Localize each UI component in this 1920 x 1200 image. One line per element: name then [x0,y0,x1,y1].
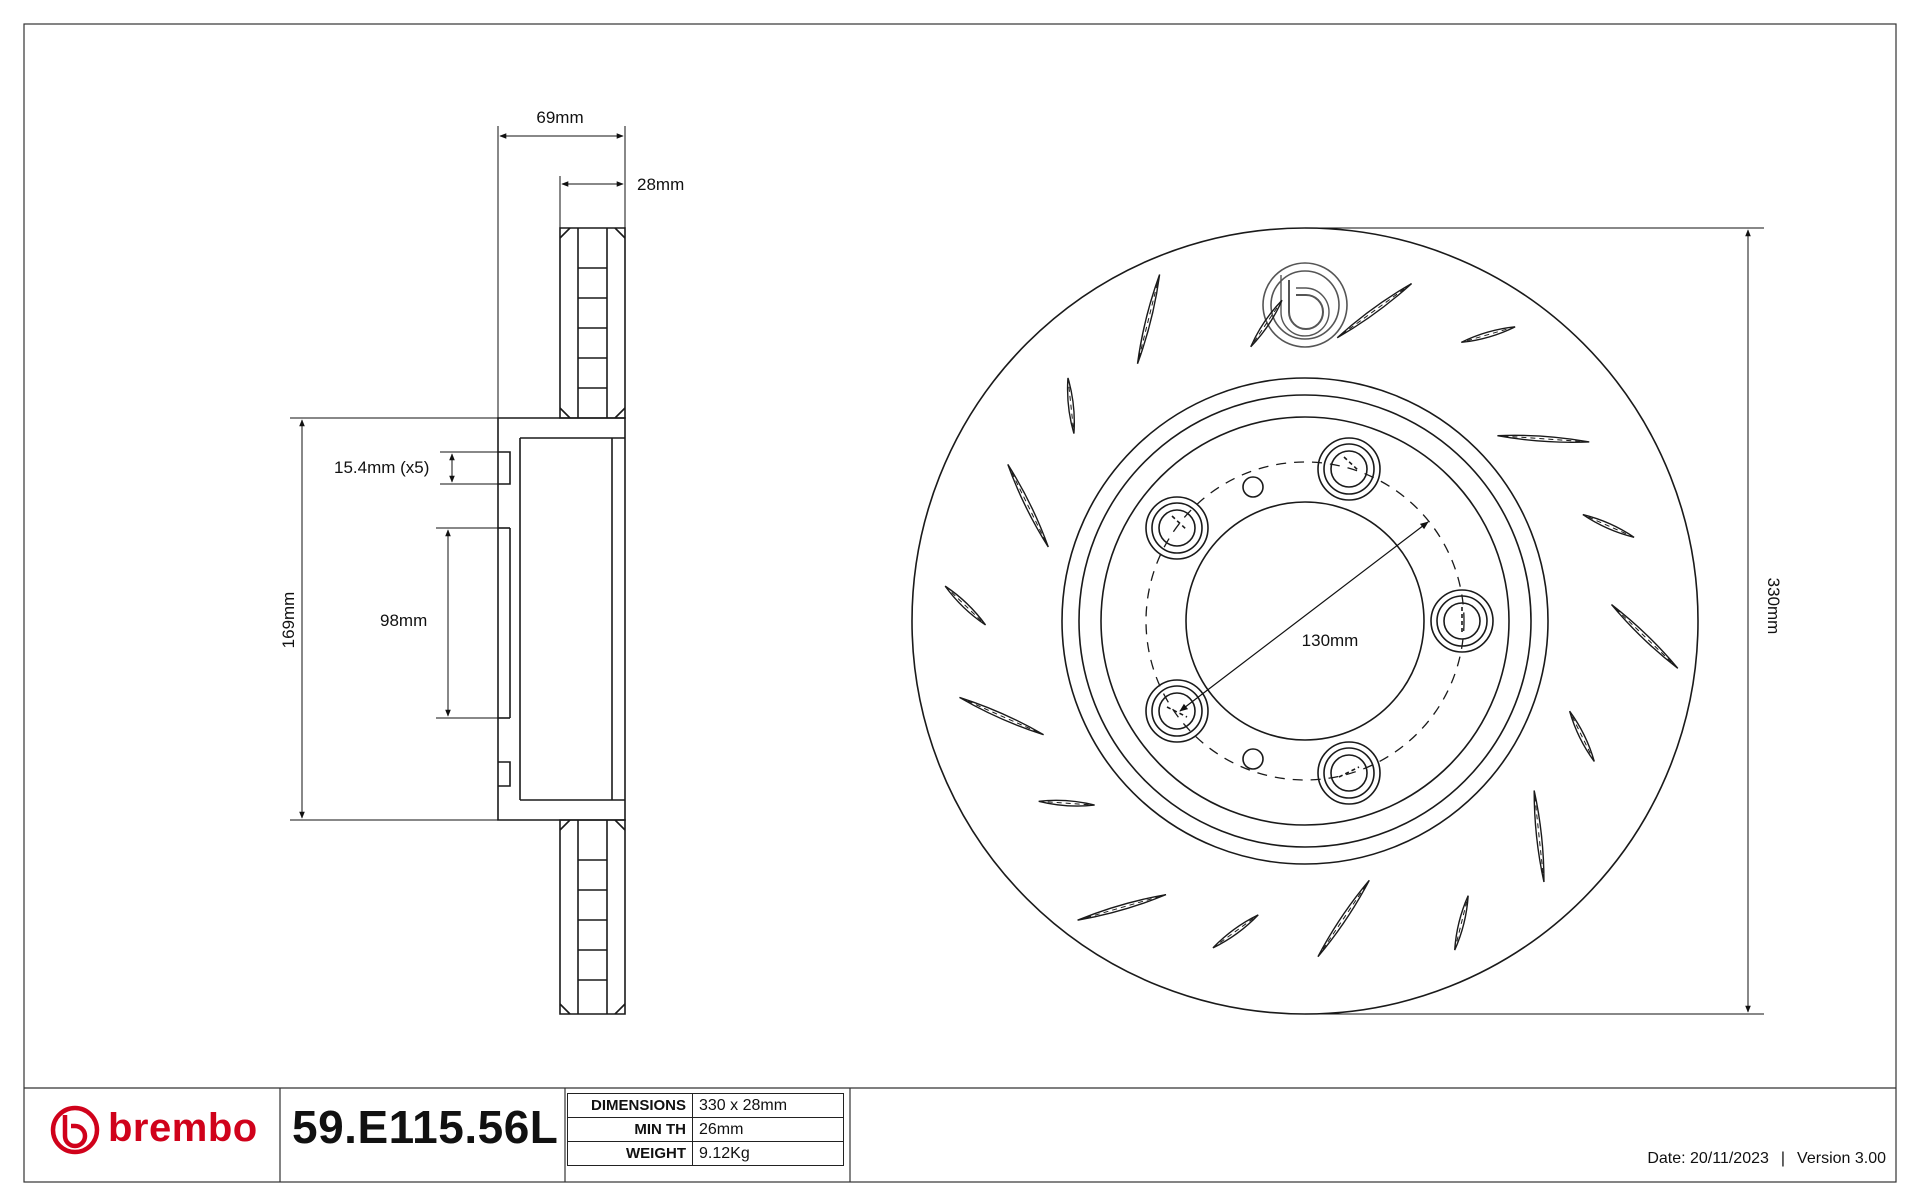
footer-info: Date: 20/11/2023 | Version 3.00 [1647,1150,1886,1168]
disc-slot [1497,434,1590,443]
disc-slot [1454,895,1469,951]
disc-slot-centerline [1615,608,1674,665]
spec-label: WEIGHT [567,1141,693,1166]
sheet-border [23,23,1897,1183]
dim-hub-dia-label: 169mm [279,592,298,649]
hat-outer [1078,394,1532,848]
locating-hole-top [1242,476,1264,498]
disc-slot [944,585,987,626]
disc-slot [1610,604,1679,669]
spec-value: 26mm [692,1117,844,1142]
date-label: Date: 20/11/2023 [1647,1150,1769,1167]
disc-slot-centerline [1138,280,1159,359]
pcd-dimension-line [1179,521,1429,712]
spec-label: MIN TH [567,1117,693,1142]
outer-dimension [1305,227,1764,1015]
spec-row: MIN TH 26mm [567,1117,844,1142]
disc-slot-centerline [1320,885,1367,952]
dim-center-bore-label: 98mm [380,611,427,630]
disc-slot [1336,282,1413,339]
bolt-holes [1145,437,1494,805]
disc-slot-centerline [1044,801,1089,806]
bolt-hole [1317,741,1381,805]
slot-group [944,274,1679,958]
disc-slot [1136,274,1161,365]
disc-outer-edge [911,227,1699,1015]
locating-hole-bottom [1242,748,1264,770]
bolt-hole [1317,437,1381,501]
version-label: Version 3.00 [1797,1150,1886,1167]
spec-label: DIMENSIONS [567,1093,693,1118]
dim-thickness-label: 28mm [637,175,684,194]
disc-slot [1038,799,1095,807]
disc-slot [1533,790,1545,883]
footer-separator: | [1780,1150,1786,1167]
pcd-circle [1145,461,1465,781]
spec-table: DIMENSIONS 330 x 28mm MIN TH 26mm WEIGHT… [567,1093,844,1166]
spec-row: DIMENSIONS 330 x 28mm [567,1093,844,1118]
dim-hat-height-label: 69mm [536,108,583,127]
part-number: 59.E115.56L [292,1101,559,1153]
disc-slot [1582,513,1635,538]
disc-slot-centerline [1253,304,1280,343]
disc-slot-centerline [964,699,1039,733]
spec-row: WEIGHT 9.12Kg [567,1141,844,1166]
side-dimensions [290,126,626,821]
center-bore [1185,501,1425,741]
disc-slot-centerline [1588,516,1629,536]
hat-inner [1100,416,1510,826]
dim-bolt-hole-label: 15.4mm (x5) [334,458,429,477]
disc-slot-centerline [1083,895,1161,919]
dim-pcd-label: 130mm [1302,631,1359,650]
disc-slot [1568,710,1595,762]
disc-brembo-logo [1262,262,1348,348]
disc-slot [1007,464,1049,548]
disc-slot-centerline [1341,286,1408,335]
bolt-hole [1145,679,1209,743]
bolt-hole [1430,589,1494,653]
disc-slot-centerline [1455,901,1468,945]
disc-slot-centerline [949,589,982,622]
brand-block: brembo [48,1102,258,1154]
disc-slot [1461,326,1516,344]
disc-slot [1212,914,1259,949]
side-view [497,227,626,1015]
disc-slot-centerline [1466,328,1510,342]
disc-slot-centerline [1217,917,1254,945]
disc-slot [1317,879,1370,958]
dim-outer-dia-label: 330mm [1764,578,1783,635]
bolt-hole [1145,496,1209,560]
disc-slot [959,696,1044,736]
brembo-logo-icon [50,1105,100,1155]
disc-slot-centerline [1068,383,1074,428]
disc-slot [1077,893,1167,921]
spec-value: 330 x 28mm [692,1093,844,1118]
front-view [911,227,1699,1015]
disc-slot-centerline [1503,435,1584,443]
disc-slot-centerline [1534,796,1544,877]
disc-slot [1250,299,1283,348]
brand-wordmark: brembo [108,1105,258,1150]
friction-ring-inner [1061,377,1549,865]
disc-slot-centerline [1571,716,1593,757]
spec-value: 9.12Kg [692,1141,844,1166]
disc-slot-centerline [1010,469,1047,542]
disc-slot [1066,377,1075,434]
